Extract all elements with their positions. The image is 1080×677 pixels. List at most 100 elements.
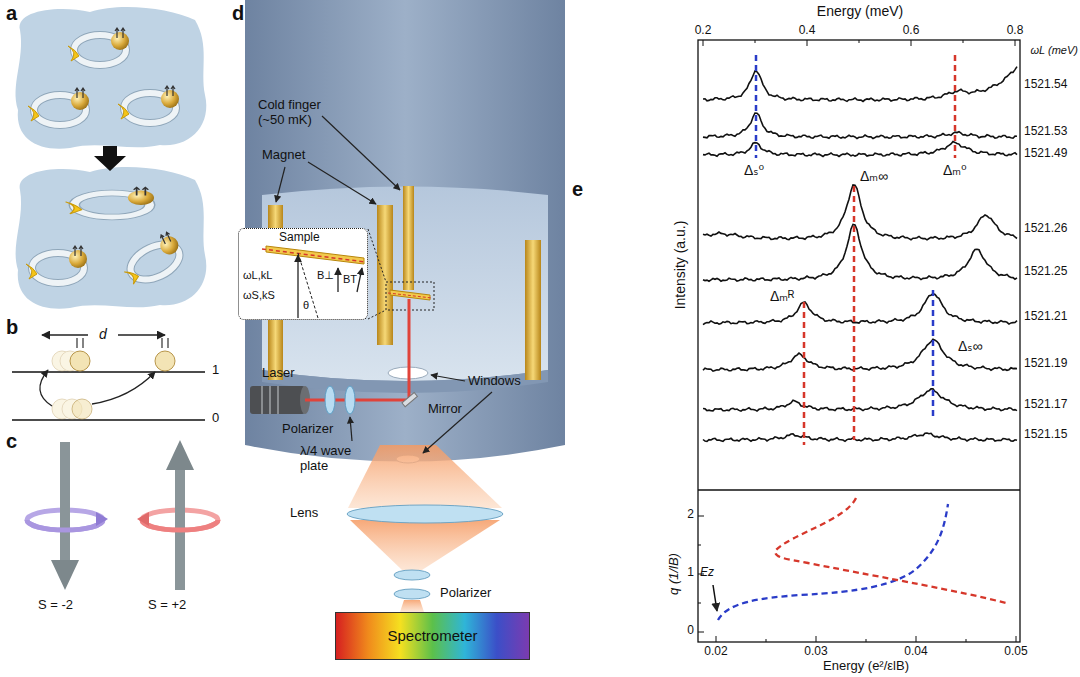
scattered-light: [348, 445, 502, 508]
axis-title: Energy (e²/εlB): [823, 659, 909, 674]
panel-letter: a: [6, 2, 17, 25]
leader-line: [276, 167, 285, 202]
trace-label: 1521.53: [1024, 125, 1067, 139]
spectrum-trace: [703, 113, 1017, 139]
mode-label: Δₘ∞: [860, 168, 888, 184]
leader-line: [431, 375, 465, 381]
normal-line: [298, 253, 318, 318]
dispersion-curve: [775, 498, 1006, 603]
tick-label: 0.2: [695, 24, 712, 38]
axis-title: Energy (meV): [817, 3, 903, 19]
spin-arrows: [77, 338, 168, 348]
field-label: BT: [343, 273, 357, 286]
axis-ticks: [703, 40, 1015, 46]
rotation-ring-front: [142, 520, 218, 530]
tick-label: 1: [687, 566, 694, 580]
wave-vector: [297, 255, 298, 318]
panel-letter: b: [6, 316, 18, 339]
trace-label: 1521.17: [1024, 398, 1067, 412]
particle: [70, 351, 90, 371]
laser-beam: [305, 399, 408, 402]
part-label: Laser: [262, 366, 295, 381]
plot-divider: [698, 489, 1020, 490]
part-label: Mirror: [428, 402, 462, 417]
part-label: λ/4 wave plate: [300, 444, 364, 474]
tick-label: 0.4: [799, 24, 816, 38]
level-label: 0: [212, 411, 219, 426]
wave-label: ωS,kS: [243, 289, 275, 302]
wave-label: ωL,kL: [243, 269, 272, 282]
trace-label: 1521.15: [1024, 428, 1067, 442]
spectrum-trace: [703, 294, 1017, 325]
level-label: 1: [212, 363, 219, 378]
spin-ring: [117, 230, 188, 289]
spectrum-trace: [703, 225, 1017, 282]
tick-label: 0.05: [1004, 645, 1027, 659]
scattered-light: [400, 600, 424, 612]
laser-body: [250, 386, 305, 414]
mode-label: Δₘᴿ: [770, 288, 794, 304]
mode-label: Δₛ∞: [958, 338, 983, 354]
sample-plane: [262, 249, 366, 262]
spin-arrow-head: [166, 440, 194, 470]
cryostat-body: [245, 0, 565, 462]
annotation: Ez: [700, 566, 714, 580]
spin-arrow-head: [51, 560, 79, 590]
plot-frame: [698, 40, 1020, 642]
hop-arrow: [92, 372, 155, 404]
mode-label: Δₛ⁰: [744, 162, 764, 178]
tick-label: 0.8: [1007, 24, 1024, 38]
leader-line: [350, 417, 352, 441]
distance-arrow: [42, 334, 88, 336]
waveplate-optic: [345, 386, 355, 414]
dispersion-curve: [718, 504, 948, 620]
tick-label: 0.04: [904, 645, 927, 659]
spin-ring: [66, 187, 154, 217]
cold-finger: [403, 186, 414, 290]
part-label: Polarizer: [282, 422, 333, 437]
part-label: Polarizer: [440, 586, 491, 601]
trace-label: 1521.26: [1024, 222, 1067, 236]
spin-ring: [118, 86, 179, 123]
spin-label: S = -2: [38, 598, 73, 613]
panel-letter: c: [6, 430, 17, 453]
part-label: Spectrometer: [387, 627, 477, 644]
field-arrow: [357, 268, 362, 292]
level-line: [12, 371, 205, 373]
tick-label: 0.6: [903, 24, 920, 38]
axis-ticks: [716, 636, 1016, 642]
field-arrow: [337, 268, 338, 292]
magnet-bar: [525, 240, 541, 380]
spectrum-trace: [703, 185, 1017, 240]
mode-line: [853, 186, 856, 440]
axis-title: q (1/lB): [667, 553, 682, 595]
tick-label: 0: [687, 624, 694, 638]
trace-label: 1521.54: [1024, 78, 1067, 92]
tick-label: 0.02: [704, 645, 727, 659]
trace-label: 1521.19: [1024, 357, 1067, 371]
inset-box: SampleωL,kLB⊥BTωS,kSθ: [238, 228, 368, 320]
panel-b: [12, 335, 205, 420]
part-label: Lens: [290, 506, 318, 521]
field-label: B⊥: [317, 269, 334, 282]
panel-letter: e: [572, 178, 583, 201]
spectrum-trace: [703, 389, 1017, 411]
leader-line: [322, 116, 400, 190]
level-line: [12, 419, 205, 421]
polarizer-optic: [394, 589, 430, 599]
blob: [16, 7, 207, 149]
distance-arrow: [118, 334, 165, 336]
panel-c: [27, 440, 218, 590]
spectrum-trace: [703, 142, 1017, 157]
trace-label: 1521.25: [1024, 265, 1067, 279]
tick-label: 2: [687, 508, 694, 522]
spin-arrow-shaft: [60, 442, 70, 562]
part-label: Windows: [468, 374, 521, 389]
rotation-ring-front: [27, 520, 103, 530]
panel-a: [16, 7, 207, 309]
hop-arrow: [40, 370, 52, 406]
leader-line: [713, 585, 717, 611]
panel-e: [698, 40, 1020, 642]
particle: [155, 351, 175, 371]
